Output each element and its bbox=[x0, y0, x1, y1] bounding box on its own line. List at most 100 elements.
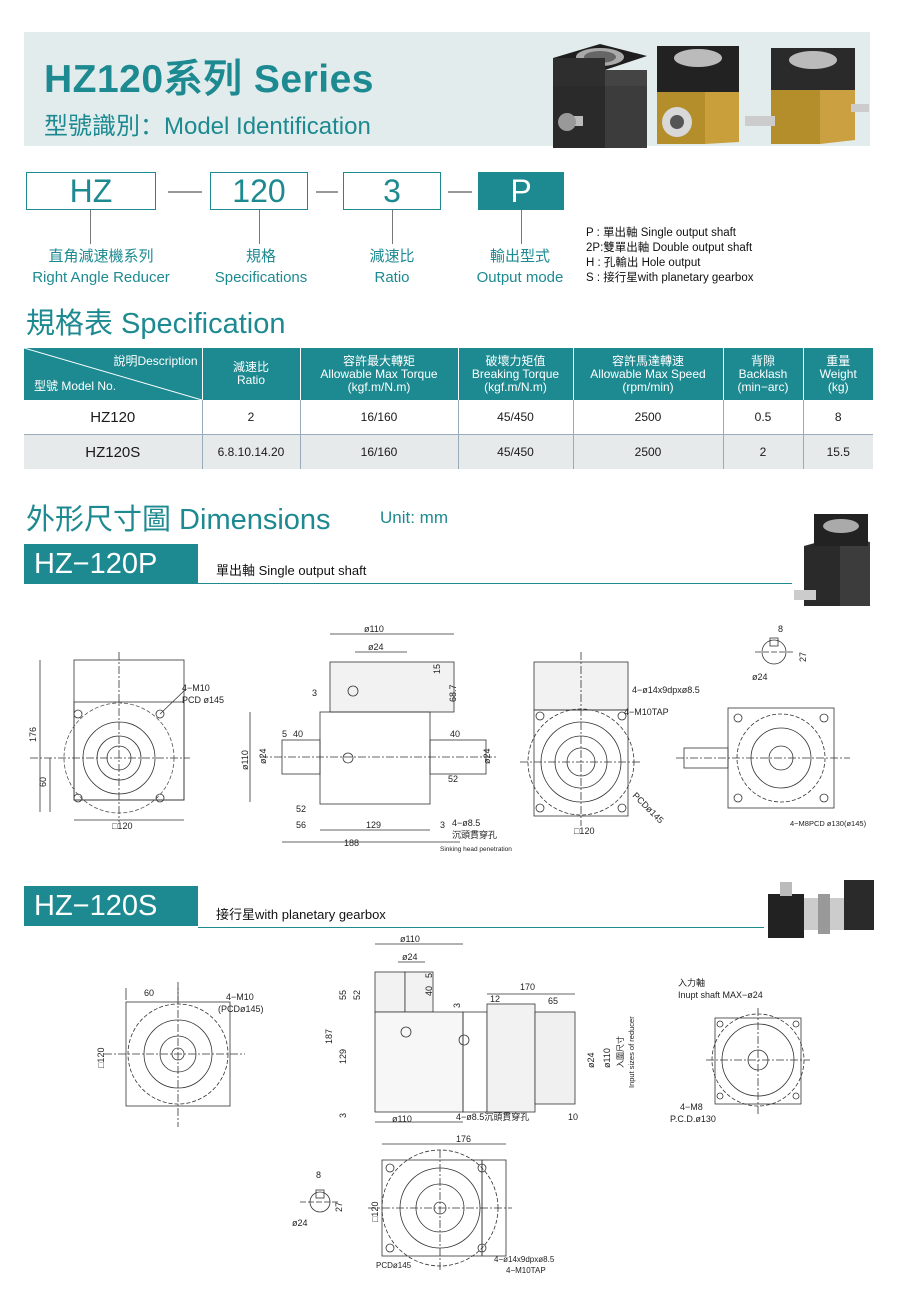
dim-label: 3 bbox=[440, 820, 445, 830]
dim-label: 4−M10TAP bbox=[506, 1266, 546, 1275]
dim-label: ø110 bbox=[602, 1048, 612, 1068]
dim-label: 52 bbox=[296, 804, 306, 814]
s-side-view bbox=[374, 943, 576, 1123]
model-box-size: 120 bbox=[210, 172, 308, 210]
dim-label: ø24 bbox=[752, 672, 768, 682]
dim-label: 60 bbox=[38, 777, 48, 787]
dim-label: ø110 bbox=[392, 1114, 412, 1124]
dim-label: 176 bbox=[28, 727, 38, 742]
model-pointer bbox=[259, 210, 260, 244]
dim-label: ø24 bbox=[586, 1052, 596, 1068]
model-box-series: HZ bbox=[26, 172, 156, 210]
model-box-output: P bbox=[478, 172, 564, 210]
dim-label: 12 bbox=[490, 994, 500, 1004]
dim-label: 4−ø14x9dpxø8.5 bbox=[632, 685, 700, 695]
dim-label: 27 bbox=[798, 652, 808, 662]
dim-label: Inupt shaft MAX−ø24 bbox=[678, 990, 763, 1000]
section-title-s: HZ−120S bbox=[24, 886, 198, 926]
dim-label: 55 bbox=[338, 990, 348, 1000]
dim-label: (PCDø145) bbox=[218, 1004, 264, 1014]
product-photos bbox=[553, 44, 869, 148]
dim-label: P.C.D.ø130 bbox=[670, 1114, 716, 1124]
dim-label: ø24 bbox=[292, 1218, 308, 1228]
dim-label: 52 bbox=[448, 774, 458, 784]
product-p-image bbox=[794, 514, 870, 606]
dim-label: 170 bbox=[520, 982, 535, 992]
table-row: HZ120 2 16/160 45/450 2500 0.5 8 bbox=[24, 400, 873, 435]
dim-label: 129 bbox=[338, 1049, 348, 1064]
dim-label: 40 bbox=[424, 986, 434, 996]
model-dash bbox=[316, 191, 338, 193]
dim-label: ø24 bbox=[368, 642, 384, 652]
dim-label: ø110 bbox=[240, 750, 250, 770]
dim-label: 4−M8 bbox=[680, 1102, 703, 1112]
page-subtitle: 型號識別：Model Identification bbox=[44, 113, 371, 140]
dim-label: 4−M10TAP bbox=[624, 707, 669, 717]
spec-heading: 規格表 Specification bbox=[26, 308, 286, 340]
dim-label: 8 bbox=[316, 1170, 321, 1180]
product-black-image bbox=[553, 44, 647, 148]
spec-corner-cell: 說明Description 型號 Model No. bbox=[24, 348, 203, 400]
dim-label: 3 bbox=[338, 1113, 348, 1118]
drawing-p: 4−M10 PCD ø145 176 60 □120 ø110 ø24 15 6… bbox=[28, 624, 867, 853]
s-input-view bbox=[706, 1008, 810, 1114]
dim-label: 40 bbox=[293, 729, 303, 739]
dim-label: 4−ø8.5 bbox=[452, 818, 480, 828]
dim-label: 60 bbox=[144, 988, 154, 998]
dim-label: 8 bbox=[778, 624, 783, 634]
dimensions-heading: 外形尺寸圖 Dimensions bbox=[26, 504, 331, 536]
model-box-ratio: 3 bbox=[343, 172, 441, 210]
dim-label: □120 bbox=[112, 821, 132, 831]
section-desc-s: 接行星with planetary gearbox bbox=[216, 907, 386, 922]
s-bottom-view bbox=[300, 1143, 512, 1272]
dim-label: ø24 bbox=[482, 748, 492, 764]
dim-label: 3 bbox=[452, 1003, 462, 1008]
model-label-series: 直角減速機系列 Right Angle Reducer bbox=[32, 248, 170, 286]
dim-label: 入圍尺寸 bbox=[615, 1036, 625, 1068]
dim-label: PCDø145 bbox=[631, 790, 666, 825]
dim-label: ø24 bbox=[258, 748, 268, 764]
page-title: HZ120系列 Series bbox=[44, 58, 374, 101]
dim-label: 129 bbox=[366, 820, 381, 830]
p-rear-view bbox=[520, 652, 640, 826]
p-flange-view bbox=[676, 637, 850, 809]
dim-label: 56 bbox=[296, 820, 306, 830]
dim-label: 27 bbox=[334, 1202, 344, 1212]
dim-label: 3 bbox=[312, 688, 317, 698]
dim-label: 4−M10 bbox=[226, 992, 254, 1002]
section-rule bbox=[198, 583, 792, 584]
dim-label: 4−M10 bbox=[182, 683, 210, 693]
dim-label: □120 bbox=[370, 1202, 380, 1222]
model-pointer bbox=[521, 210, 522, 244]
model-dash bbox=[448, 191, 472, 193]
dim-label: □120 bbox=[96, 1048, 106, 1068]
dim-label: 52 bbox=[352, 990, 362, 1000]
s-dimension-labels: 60 4−M10 (PCDø145) □120 ø110 ø24 55 52 4… bbox=[96, 934, 763, 1275]
dim-label: PCDø145 bbox=[376, 1261, 412, 1270]
dimensions-unit: Unit: mm bbox=[380, 508, 448, 527]
dim-label: 10 bbox=[568, 1112, 578, 1122]
dim-label: 4−ø8.5沉頭貫穿孔 bbox=[456, 1111, 529, 1122]
section-rule bbox=[198, 927, 764, 928]
p-side-view bbox=[249, 633, 498, 843]
dim-label: 5 bbox=[424, 973, 434, 978]
drawing-s: 60 4−M10 (PCDø145) □120 ø110 ø24 55 52 4… bbox=[96, 934, 810, 1275]
dim-label: Input sizes of reducer bbox=[627, 1016, 636, 1088]
dim-label: 188 bbox=[344, 838, 359, 848]
p-dimension-labels: 4−M10 PCD ø145 176 60 □120 ø110 ø24 15 6… bbox=[28, 624, 867, 853]
dim-label: 68.7 bbox=[448, 684, 458, 702]
model-label-size: 規格 Specifications bbox=[214, 248, 308, 286]
product-gold-hole-image bbox=[657, 46, 739, 144]
dim-label: PCD ø145 bbox=[182, 695, 224, 705]
dim-label: □120 bbox=[574, 826, 594, 836]
product-s-image bbox=[768, 880, 874, 938]
model-label-ratio: 減速比 Ratio bbox=[369, 248, 415, 286]
